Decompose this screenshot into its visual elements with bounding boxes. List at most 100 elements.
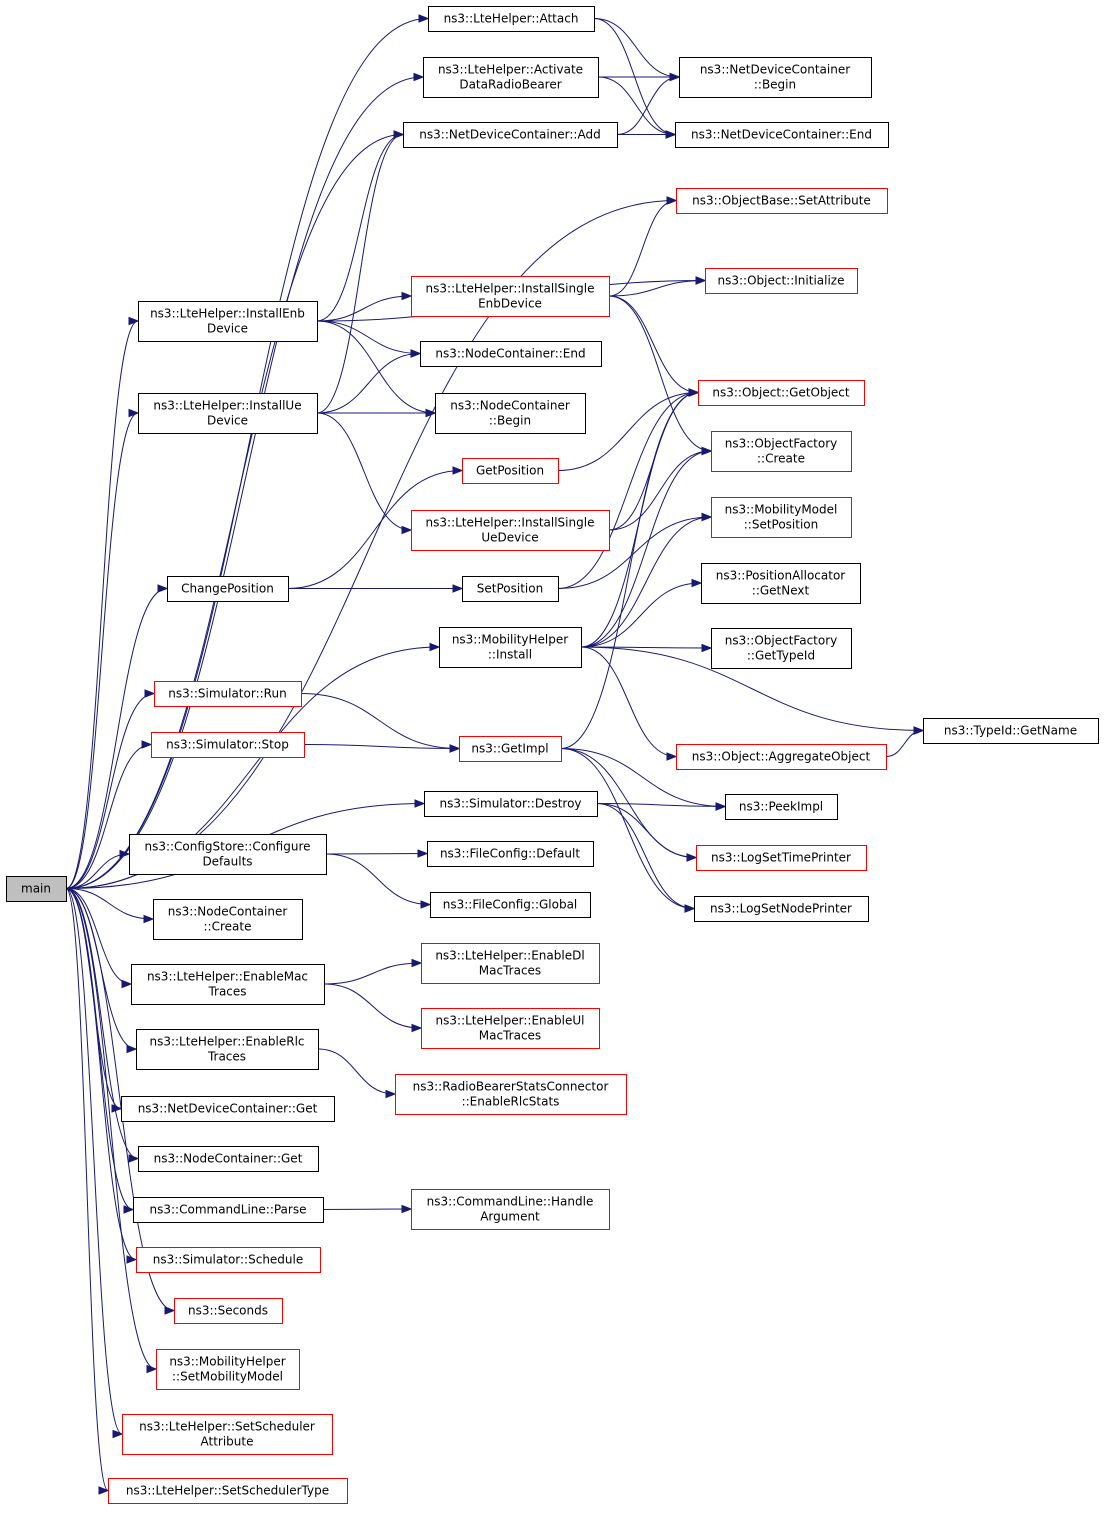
edge-install-enb-to-nc-end: [316, 320, 421, 354]
edge-ndc-add-to-ndc-begin: [616, 76, 680, 135]
edge-install-single-enb-to-get-object: [608, 295, 699, 393]
node-set-position[interactable]: SetPosition: [462, 576, 559, 602]
node-of-create[interactable]: ns3::ObjectFactory::Create: [711, 431, 852, 472]
node-ndc-end[interactable]: ns3::NetDeviceContainer::End: [675, 122, 889, 148]
node-set-attr[interactable]: ns3::ObjectBase::SetAttribute: [676, 188, 888, 214]
node-label: ns3::MobilityModel: [725, 503, 838, 517]
node-label: ns3::NetDeviceContainer: [700, 63, 850, 77]
node-set-sched-type[interactable]: ns3::LteHelper::SetSchedulerType: [108, 1478, 348, 1504]
node-box: [138, 393, 318, 434]
node-log-time[interactable]: ns3::LogSetTimePrinter: [696, 845, 867, 871]
arrowhead-activate: [413, 72, 425, 82]
node-box: [121, 1096, 335, 1122]
arrowhead-enable-ul: [411, 1023, 423, 1033]
node-label: ns3::LogSetTimePrinter: [711, 851, 851, 865]
edge-attach-to-ndc-begin: [593, 18, 680, 78]
node-fc-default[interactable]: ns3::FileConfig::Default: [427, 841, 594, 867]
node-label: Device: [207, 322, 248, 336]
node-label: ns3::ConfigStore::Configure: [144, 840, 310, 854]
edge-install-enb-to-nc-begin: [316, 320, 436, 414]
node-label: UeDevice: [481, 531, 538, 545]
node-box: [133, 1197, 324, 1223]
node-box: [694, 896, 869, 922]
node-get-position[interactable]: GetPosition: [462, 458, 559, 484]
node-pa-get-next[interactable]: ns3::PositionAllocator::GetNext: [701, 563, 861, 604]
node-ndc-add[interactable]: ns3::NetDeviceContainer::Add: [403, 122, 618, 148]
node-mm-set-pos[interactable]: ns3::MobilityModel::SetPosition: [711, 497, 852, 538]
edge-main-to-mh-set-mm: [65, 888, 157, 1370]
arrowhead-of-get-type-id: [701, 643, 713, 653]
node-box: [420, 341, 602, 367]
edge-set-position-to-get-object: [557, 392, 699, 589]
edge-enable-mac-to-enable-dl: [323, 962, 422, 985]
arrowhead-install-single-ue: [401, 525, 413, 535]
node-aggregate[interactable]: ns3::Object::AggregateObject: [676, 744, 887, 770]
node-of-get-type-id[interactable]: ns3::ObjectFactory::GetTypeId: [711, 628, 852, 669]
node-box: [711, 628, 852, 669]
node-label: Traces: [207, 1050, 246, 1064]
node-type-id-get-name[interactable]: ns3::TypeId::GetName: [923, 718, 1099, 744]
arrowhead-set-sched-type: [98, 1486, 110, 1495]
node-rbsc[interactable]: ns3::RadioBearerStatsConnector::EnableRl…: [395, 1074, 627, 1115]
node-sim-destroy[interactable]: ns3::Simulator::Destroy: [424, 791, 598, 817]
node-mh-install[interactable]: ns3::MobilityHelper::Install: [439, 627, 582, 668]
node-label: ::EnableRlcStats: [462, 1095, 560, 1109]
node-peek-impl[interactable]: ns3::PeekImpl: [725, 794, 838, 820]
edge-get-impl-to-peek-impl: [560, 748, 726, 807]
node-ndc-begin[interactable]: ns3::NetDeviceContainer::Begin: [679, 57, 872, 98]
node-label: ns3::LteHelper::SetScheduler: [139, 1420, 315, 1434]
node-box: [136, 1029, 319, 1070]
node-attach[interactable]: ns3::LteHelper::Attach: [428, 6, 595, 32]
node-label: SetPosition: [477, 582, 543, 596]
node-nc-get[interactable]: ns3::NodeContainer::Get: [138, 1146, 319, 1172]
node-cl-parse[interactable]: ns3::CommandLine::Parse: [133, 1197, 324, 1223]
edge-install-ue-to-nc-end: [316, 353, 421, 414]
node-get-impl[interactable]: ns3::GetImpl: [459, 736, 562, 762]
node-label: ns3::ObjectFactory: [725, 437, 838, 451]
node-get-object[interactable]: ns3::Object::GetObject: [698, 380, 865, 406]
node-mh-set-mm[interactable]: ns3::MobilityHelper::SetMobilityModel: [156, 1349, 300, 1390]
node-label: ns3::LogSetNodePrinter: [710, 902, 852, 916]
node-box: [696, 845, 867, 871]
node-fc-global[interactable]: ns3::FileConfig::Global: [430, 892, 591, 918]
edge-main-to-set-sched-type: [65, 888, 109, 1491]
node-log-node[interactable]: ns3::LogSetNodePrinter: [694, 896, 869, 922]
node-label: ns3::FileConfig::Default: [440, 847, 580, 861]
node-nc-begin[interactable]: ns3::NodeContainer::Begin: [435, 393, 586, 434]
node-obj-init[interactable]: ns3::Object::Initialize: [705, 268, 858, 294]
edge-install-ue-to-ndc-add: [316, 134, 404, 414]
node-nc-end[interactable]: ns3::NodeContainer::End: [420, 341, 602, 367]
edge-aggregate-to-type-id-get-name: [885, 730, 924, 757]
node-box: [395, 1074, 627, 1115]
edge-cs-configure-to-fc-default: [325, 853, 428, 855]
arrowhead-sim-schedule: [126, 1255, 138, 1264]
arrowhead-get-impl: [449, 744, 461, 753]
node-label: ns3::NodeContainer: [450, 399, 570, 413]
arrowhead-pa-get-next: [691, 578, 703, 588]
node-change-pos[interactable]: ChangePosition: [167, 576, 289, 602]
edge-main-to-sim-stop: [65, 744, 152, 889]
node-sim-stop[interactable]: ns3::Simulator::Stop: [151, 732, 305, 758]
node-label: main: [21, 882, 51, 896]
node-sim-schedule[interactable]: ns3::Simulator::Schedule: [136, 1247, 321, 1273]
edge-main-to-change-pos: [65, 588, 168, 889]
node-label: ns3::Seconds: [188, 1304, 268, 1318]
node-seconds[interactable]: ns3::Seconds: [174, 1298, 283, 1324]
node-ndc-get[interactable]: ns3::NetDeviceContainer::Get: [121, 1096, 335, 1122]
node-sim-run[interactable]: ns3::Simulator::Run: [154, 681, 302, 707]
node-main[interactable]: main: [6, 876, 67, 902]
node-nc-create[interactable]: ns3::NodeContainer::Create: [153, 899, 303, 940]
edge-activate-to-ndc-end: [597, 76, 676, 135]
